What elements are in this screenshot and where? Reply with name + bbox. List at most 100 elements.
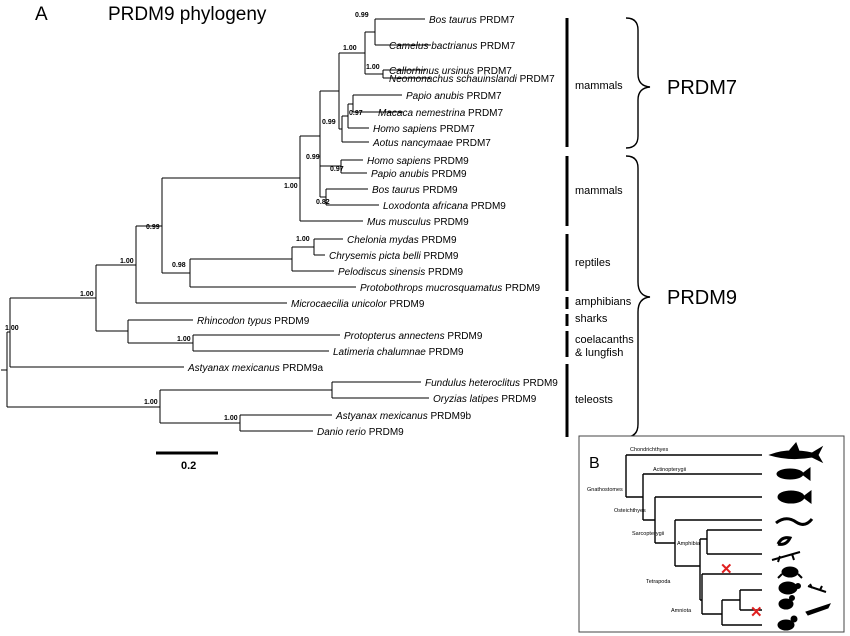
- support-value: 0.82: [316, 199, 330, 206]
- leaf-label: Camelus bactrianus PRDM7: [389, 41, 516, 52]
- leaf-label: Aotus nancymaae PRDM7: [372, 138, 491, 149]
- phylogeny-tree: [1, 18, 431, 432]
- leaf-label: Danio rerio PRDM9: [317, 427, 404, 438]
- gene-loss-markers: ✕ ✕: [720, 561, 763, 621]
- leaf-label: Chrysemis picta belli PRDM9: [329, 251, 459, 262]
- leaf-label: Macaca nemestrina PRDM7: [378, 108, 503, 119]
- tree-branch: [9, 297, 184, 368]
- tree-branch: [338, 52, 365, 130]
- tree-branch: [299, 135, 363, 222]
- clade-label: Sarcopterygii: [632, 531, 664, 537]
- gene-label-prdm9: PRDM9: [667, 287, 737, 309]
- tree-branch: [95, 264, 136, 332]
- tree-branch: [341, 115, 369, 143]
- lizard-icon: [807, 583, 827, 593]
- leaf-label: Latimeria chalumnae PRDM9: [333, 347, 464, 358]
- frog-icon: [777, 566, 803, 579]
- fish-icon: [776, 467, 811, 481]
- support-value: 1.00: [343, 45, 357, 52]
- tree-branch: [331, 381, 429, 399]
- tree-branch: [189, 258, 356, 288]
- group-labels: mammals mammals reptiles amphibians shar…: [575, 80, 634, 406]
- leaf-label: Bos taurus PRDM7: [429, 15, 515, 26]
- leaf-label: Homo sapiens PRDM9: [367, 156, 469, 167]
- salamander-icon: [776, 536, 793, 546]
- clade-label: Tetrapoda: [646, 579, 671, 585]
- leaf-label: Loxodonta africana PRDM9: [383, 201, 506, 212]
- clade-label: Chondrichthyes: [630, 447, 668, 453]
- support-value: 1.00: [120, 258, 134, 265]
- tree-branch: [159, 389, 332, 424]
- leaf-label: Fundulus heteroclitus PRDM9: [425, 378, 558, 389]
- group-label: sharks: [575, 313, 608, 325]
- leaf-label: Pelodiscus sinensis PRDM9: [338, 267, 463, 278]
- group-label: reptiles: [575, 257, 611, 269]
- clade-label: Amniota: [671, 608, 692, 614]
- leaf-label: Protopterus annectens PRDM9: [344, 331, 483, 342]
- turtle-icon: [778, 581, 801, 595]
- leaf-label: Chelonia mydas PRDM9: [347, 235, 457, 246]
- panel-b-letter: B: [589, 455, 600, 472]
- leaf-label: Neomonachus schauinslandi PRDM7: [389, 74, 555, 85]
- support-value: 1.00: [144, 399, 158, 406]
- shark-icon: [768, 442, 824, 464]
- group-label: teleosts: [575, 394, 613, 406]
- brace-prdm9: [625, 155, 651, 438]
- tree-branch: [625, 454, 762, 498]
- gene-label-prdm7: PRDM7: [667, 77, 737, 99]
- tree-branch: [701, 573, 762, 615]
- silhouettes: [768, 442, 831, 631]
- mammal-icon: [777, 615, 798, 631]
- panel-b-frame: [578, 435, 845, 633]
- gene-loss-marker: ✕: [750, 604, 763, 621]
- tree-branch: [135, 225, 287, 304]
- leaf-label: Protobothrops mucrosquamatus PRDM9: [360, 283, 541, 294]
- tree-branch: [739, 589, 762, 611]
- panel-b-tree: [625, 454, 762, 626]
- panel-a-title: PRDM9 phylogeny: [108, 4, 267, 25]
- panel-b-clade-labels: Chondrichthyes Actinopterygii Gnathostom…: [587, 447, 701, 614]
- group-label: & lungfish: [575, 347, 623, 359]
- leaf-label: Oryzias latipes PRDM9: [433, 394, 537, 405]
- tree-branch: [654, 496, 762, 544]
- bird-icon: [778, 595, 795, 610]
- support-value: 1.00: [296, 236, 310, 243]
- clade-label: Amphibia: [677, 541, 701, 547]
- leaf-label: Rhincodon typus PRDM9: [197, 316, 310, 327]
- leaf-label: Papio anubis PRDM9: [371, 169, 467, 180]
- leaf-labels: Bos taurus PRDM7 Camelus bactrianus PRDM…: [187, 15, 558, 438]
- group-label: coelacanths: [575, 334, 634, 346]
- support-values: 0.99 1.00 1.00 0.97 0.99 0.97 0.99 0.82 …: [5, 12, 380, 422]
- leaf-label: Callorhinus ursinus PRDM7: [389, 66, 512, 77]
- tree-branch: [674, 519, 762, 567]
- leaf-label: Homo sapiens PRDM7: [373, 124, 475, 135]
- support-value: 1.00: [177, 336, 191, 343]
- support-value: 0.99: [355, 12, 369, 19]
- support-value: 0.99: [322, 119, 336, 126]
- tree-branch: [192, 334, 340, 352]
- leaf-label: Astyanax mexicanus PRDM9b: [335, 411, 472, 422]
- group-label: mammals: [575, 185, 623, 197]
- crocodile-icon: [805, 603, 831, 616]
- coelacanth-icon: [777, 490, 812, 504]
- tree-branch: [642, 473, 762, 521]
- tree-branch: [291, 246, 334, 272]
- panel-a-letter: A: [35, 4, 48, 25]
- support-value: 1.00: [5, 325, 19, 332]
- support-value: 0.97: [349, 110, 363, 117]
- support-value: 1.00: [80, 291, 94, 298]
- support-value: 1.00: [224, 415, 238, 422]
- clade-label: Gnathostomes: [587, 487, 623, 493]
- tree-branch: [340, 159, 367, 174]
- group-label: amphibians: [575, 296, 632, 308]
- caecilian-icon: [775, 517, 814, 526]
- gene-loss-marker: ✕: [720, 561, 733, 578]
- support-value: 1.00: [366, 64, 380, 71]
- gene-braces: [625, 17, 651, 438]
- support-value: 0.98: [172, 262, 186, 269]
- tree-branch: [706, 529, 762, 555]
- leaf-label: Mus musculus PRDM9: [367, 217, 469, 228]
- support-value: 0.99: [306, 154, 320, 161]
- clade-label: Actinopterygii: [653, 467, 686, 473]
